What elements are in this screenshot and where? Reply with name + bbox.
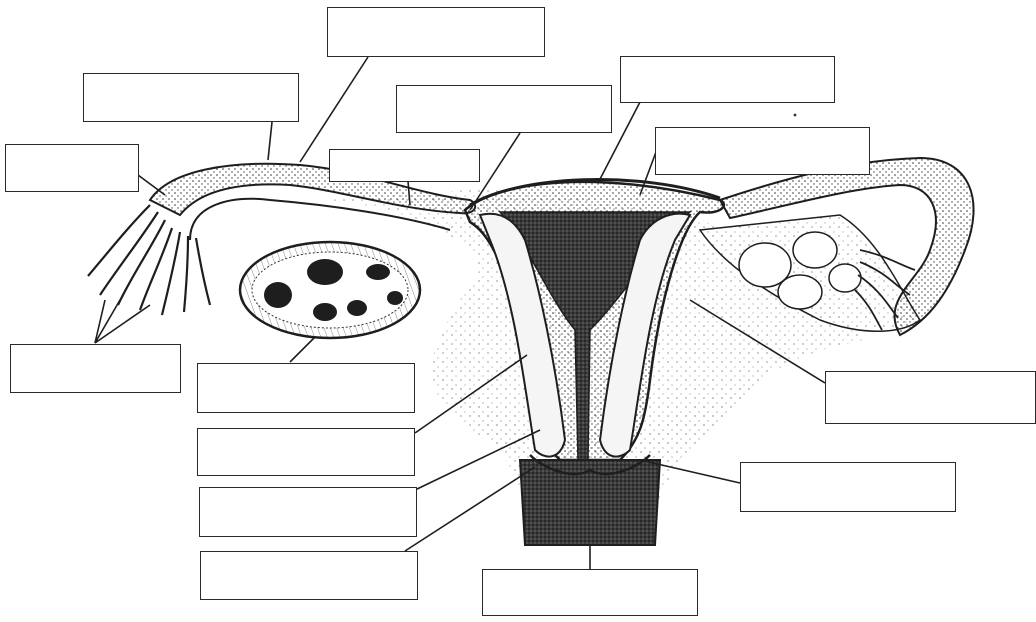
label-box-7[interactable] (329, 149, 480, 182)
label-box-10[interactable] (825, 371, 1036, 424)
label-box-11[interactable] (197, 428, 415, 476)
vagina (520, 460, 660, 545)
label-box-1[interactable] (327, 7, 545, 57)
left-fimbriae (88, 205, 210, 315)
label-box-15[interactable] (482, 569, 698, 616)
label-box-6[interactable] (655, 127, 870, 175)
label-box-2[interactable] (83, 73, 299, 122)
label-box-9[interactable] (197, 363, 415, 413)
label-box-4[interactable] (396, 85, 612, 133)
label-box-13[interactable] (199, 487, 417, 537)
label-box-8[interactable] (10, 344, 181, 393)
label-box-3[interactable] (620, 56, 835, 103)
label-box-14[interactable] (200, 551, 418, 600)
label-box-12[interactable] (740, 462, 956, 512)
label-box-5[interactable] (5, 144, 139, 192)
